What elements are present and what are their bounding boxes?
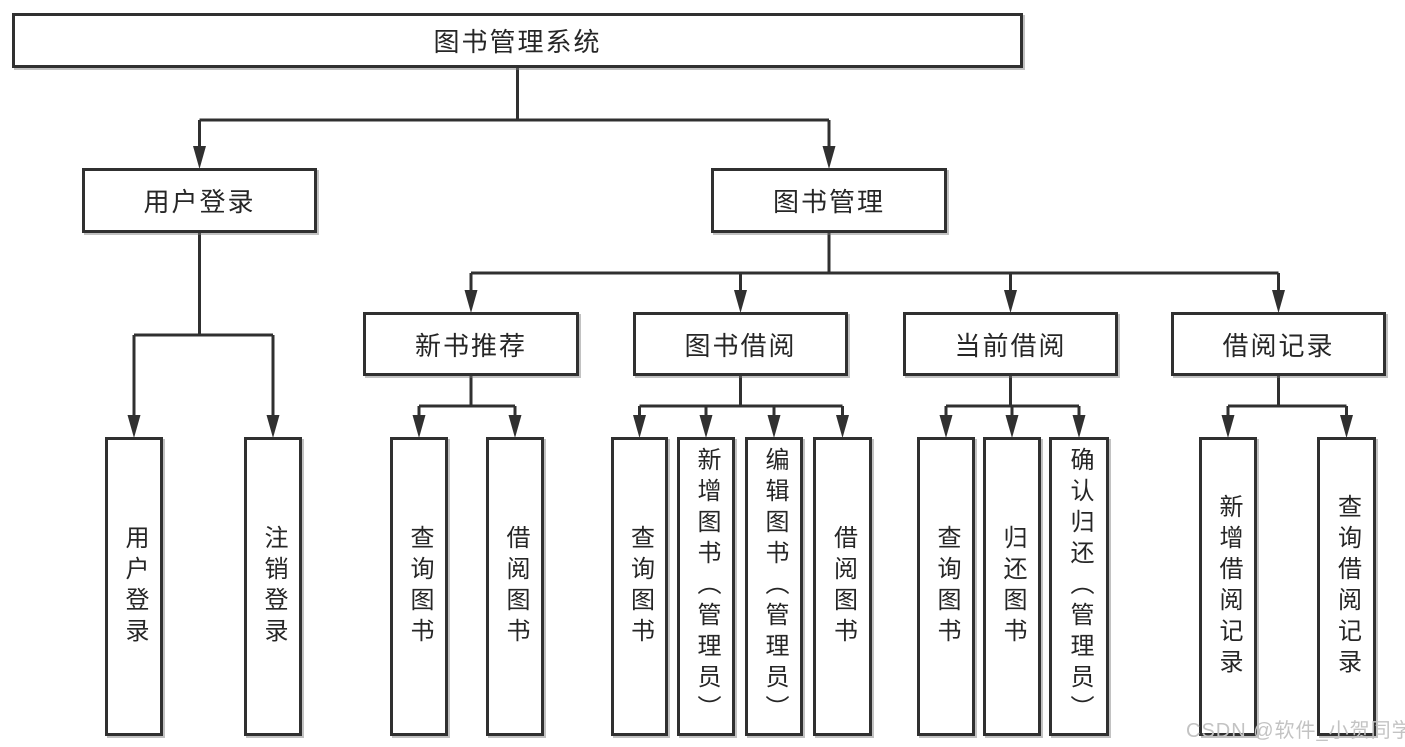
arrowhead-current-borrowing <box>1004 290 1017 313</box>
node-label-leaf-confirm-return-admin: 确认归还（管理员） <box>1066 447 1093 726</box>
connector-current-borrowing <box>944 376 1081 418</box>
arrowhead-user-login <box>193 146 206 169</box>
node-leaf-edit-books-admin: 编辑图书（管理员） <box>745 437 803 736</box>
node-label-leaf-search-books-borrow: 查询图书 <box>626 524 654 649</box>
connector-book-management <box>469 233 1280 293</box>
connector-library-system <box>198 68 831 149</box>
arrowhead-new-book-recommend <box>464 290 478 313</box>
connector-new-book-recommend <box>417 376 517 418</box>
arrowhead-leaf-user-login <box>127 415 141 438</box>
node-label-leaf-return-books: 归还图书 <box>999 524 1026 649</box>
node-leaf-user-login: 用户登录 <box>105 437 163 736</box>
arrowhead-leaf-add-borrow-record <box>1221 415 1235 438</box>
node-leaf-borrow-books-recommend: 借阅图书 <box>486 437 544 736</box>
arrowhead-leaf-borrow-books <box>836 415 849 438</box>
node-label-leaf-add-borrow-record: 新增借阅记录 <box>1215 493 1242 680</box>
node-leaf-add-books-admin: 新增图书（管理员） <box>677 437 735 736</box>
node-leaf-search-books-current: 查询图书 <box>917 437 975 736</box>
node-label-leaf-logout: 注销登录 <box>260 524 287 649</box>
node-label-leaf-edit-books-admin: 编辑图书（管理员） <box>761 447 788 726</box>
node-leaf-borrow-books: 借阅图书 <box>813 437 872 736</box>
node-label-leaf-borrow-books-recommend: 借阅图书 <box>502 524 529 649</box>
node-current-borrowing: 当前借阅 <box>903 312 1118 376</box>
node-label-leaf-search-books-recommend: 查询图书 <box>406 524 433 649</box>
node-leaf-logout: 注销登录 <box>244 437 302 736</box>
node-book-borrowing: 图书借阅 <box>633 312 848 376</box>
arrowhead-borrowing-records <box>1272 290 1285 313</box>
watermark: CSDN @软件_小贺同学 <box>1186 720 1405 742</box>
node-label-leaf-search-borrow-record: 查询借阅记录 <box>1333 493 1361 680</box>
connector-user-login <box>132 233 275 418</box>
node-book-management: 图书管理 <box>711 168 947 233</box>
arrowhead-leaf-add-books-admin <box>699 415 713 438</box>
arrowhead-leaf-borrow-books-recommend <box>508 415 522 438</box>
arrowhead-leaf-logout <box>266 415 280 438</box>
node-leaf-search-books-recommend: 查询图书 <box>390 437 448 736</box>
arrowhead-leaf-edit-books-admin <box>767 415 781 438</box>
arrowhead-leaf-confirm-return-admin <box>1072 415 1086 438</box>
arrowhead-book-borrowing <box>734 290 747 313</box>
arrowhead-leaf-search-borrow-record <box>1340 415 1353 438</box>
node-user-login: 用户登录 <box>82 168 317 233</box>
arrowhead-leaf-search-books-current <box>939 415 953 438</box>
node-leaf-confirm-return-admin: 确认归还（管理员） <box>1049 437 1109 736</box>
node-label-leaf-search-books-current: 查询图书 <box>933 524 960 649</box>
node-label-current-borrowing: 当前借阅 <box>954 330 1067 361</box>
arrowhead-leaf-search-books-recommend <box>412 415 426 438</box>
node-label-leaf-user-login: 用户登录 <box>121 524 148 649</box>
arrowhead-leaf-search-books-borrow <box>633 415 646 438</box>
node-label-leaf-borrow-books: 借阅图书 <box>829 524 857 649</box>
node-new-book-recommend: 新书推荐 <box>363 312 579 376</box>
node-label-leaf-add-books-admin: 新增图书（管理员） <box>693 447 720 726</box>
arrowhead-book-management <box>822 146 836 169</box>
node-label-book-management: 图书管理 <box>772 187 885 217</box>
node-label-borrowing-records: 借阅记录 <box>1222 330 1335 361</box>
node-label-new-book-recommend: 新书推荐 <box>414 330 527 361</box>
node-leaf-return-books: 归还图书 <box>983 437 1041 736</box>
connector-borrowing-records <box>1226 376 1348 418</box>
node-library-system: 图书管理系统 <box>12 13 1023 68</box>
arrowhead-leaf-return-books <box>1005 415 1019 438</box>
node-leaf-search-borrow-record: 查询借阅记录 <box>1317 437 1376 736</box>
node-label-book-borrowing: 图书借阅 <box>684 330 797 361</box>
node-leaf-add-borrow-record: 新增借阅记录 <box>1199 437 1257 736</box>
node-leaf-search-books-borrow: 查询图书 <box>611 437 668 736</box>
node-borrowing-records: 借阅记录 <box>1171 312 1386 376</box>
connector-book-borrowing <box>638 376 844 418</box>
node-label-library-system: 图书管理系统 <box>433 27 602 57</box>
node-label-user-login: 用户登录 <box>143 187 256 217</box>
